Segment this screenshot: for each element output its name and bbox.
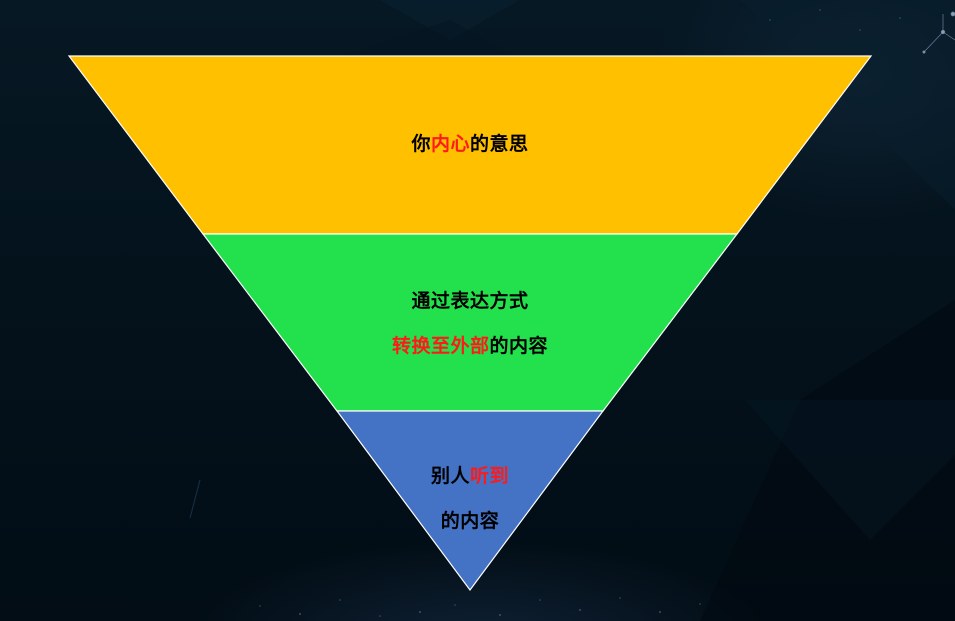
constellation-icon: [922, 11, 955, 54]
label-text: 的内容: [440, 510, 500, 532]
funnel-label-expression-line2: 转换至外部的内容: [0, 334, 940, 358]
label-highlight: 听到: [470, 465, 510, 487]
label-text: 别人: [430, 465, 470, 487]
label-text: 通过表达方式: [411, 290, 529, 312]
label-highlight: 内心: [430, 133, 470, 155]
funnel-label-heard-line2: 的内容: [0, 509, 940, 533]
label-highlight: 转换至外部: [391, 335, 490, 357]
funnel-label-expression-line1: 通过表达方式: [0, 289, 940, 313]
funnel-level-bottom: [335, 410, 605, 592]
label-text: 的意思: [470, 133, 529, 155]
funnel-label-heard-line1: 别人听到: [0, 464, 940, 488]
funnel-label-inner-meaning: 你内心的意思: [0, 132, 940, 156]
funnel-level-middle: [201, 233, 739, 412]
label-text: 你: [411, 133, 431, 155]
label-text: 的内容: [489, 335, 549, 357]
